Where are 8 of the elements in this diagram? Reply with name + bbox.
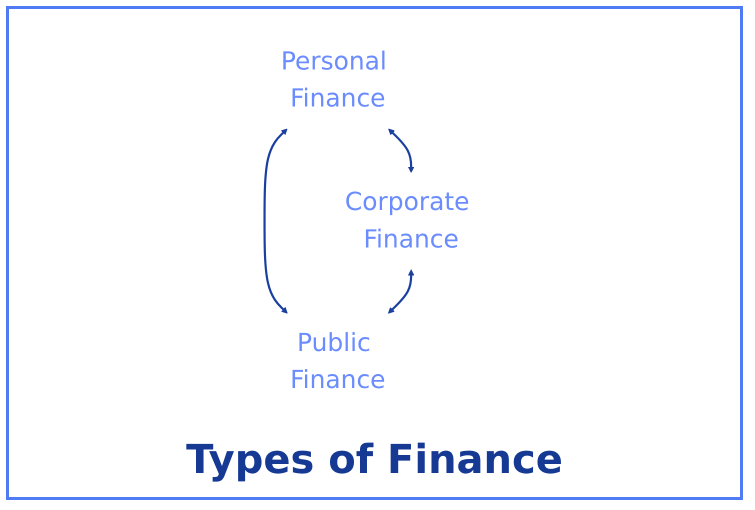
node-text: Corporate Finance — [344, 187, 470, 254]
node-text: Personal Finance — [280, 46, 387, 114]
node-text: Public Finance — [290, 328, 386, 395]
arrow — [388, 269, 414, 314]
frame-border: Personal Finance Corporate Finance Public Finance Types of Finance — [6, 6, 743, 500]
arrow — [388, 128, 414, 173]
diagram-title: Types of Finance — [186, 437, 563, 483]
arrow — [263, 128, 288, 314]
